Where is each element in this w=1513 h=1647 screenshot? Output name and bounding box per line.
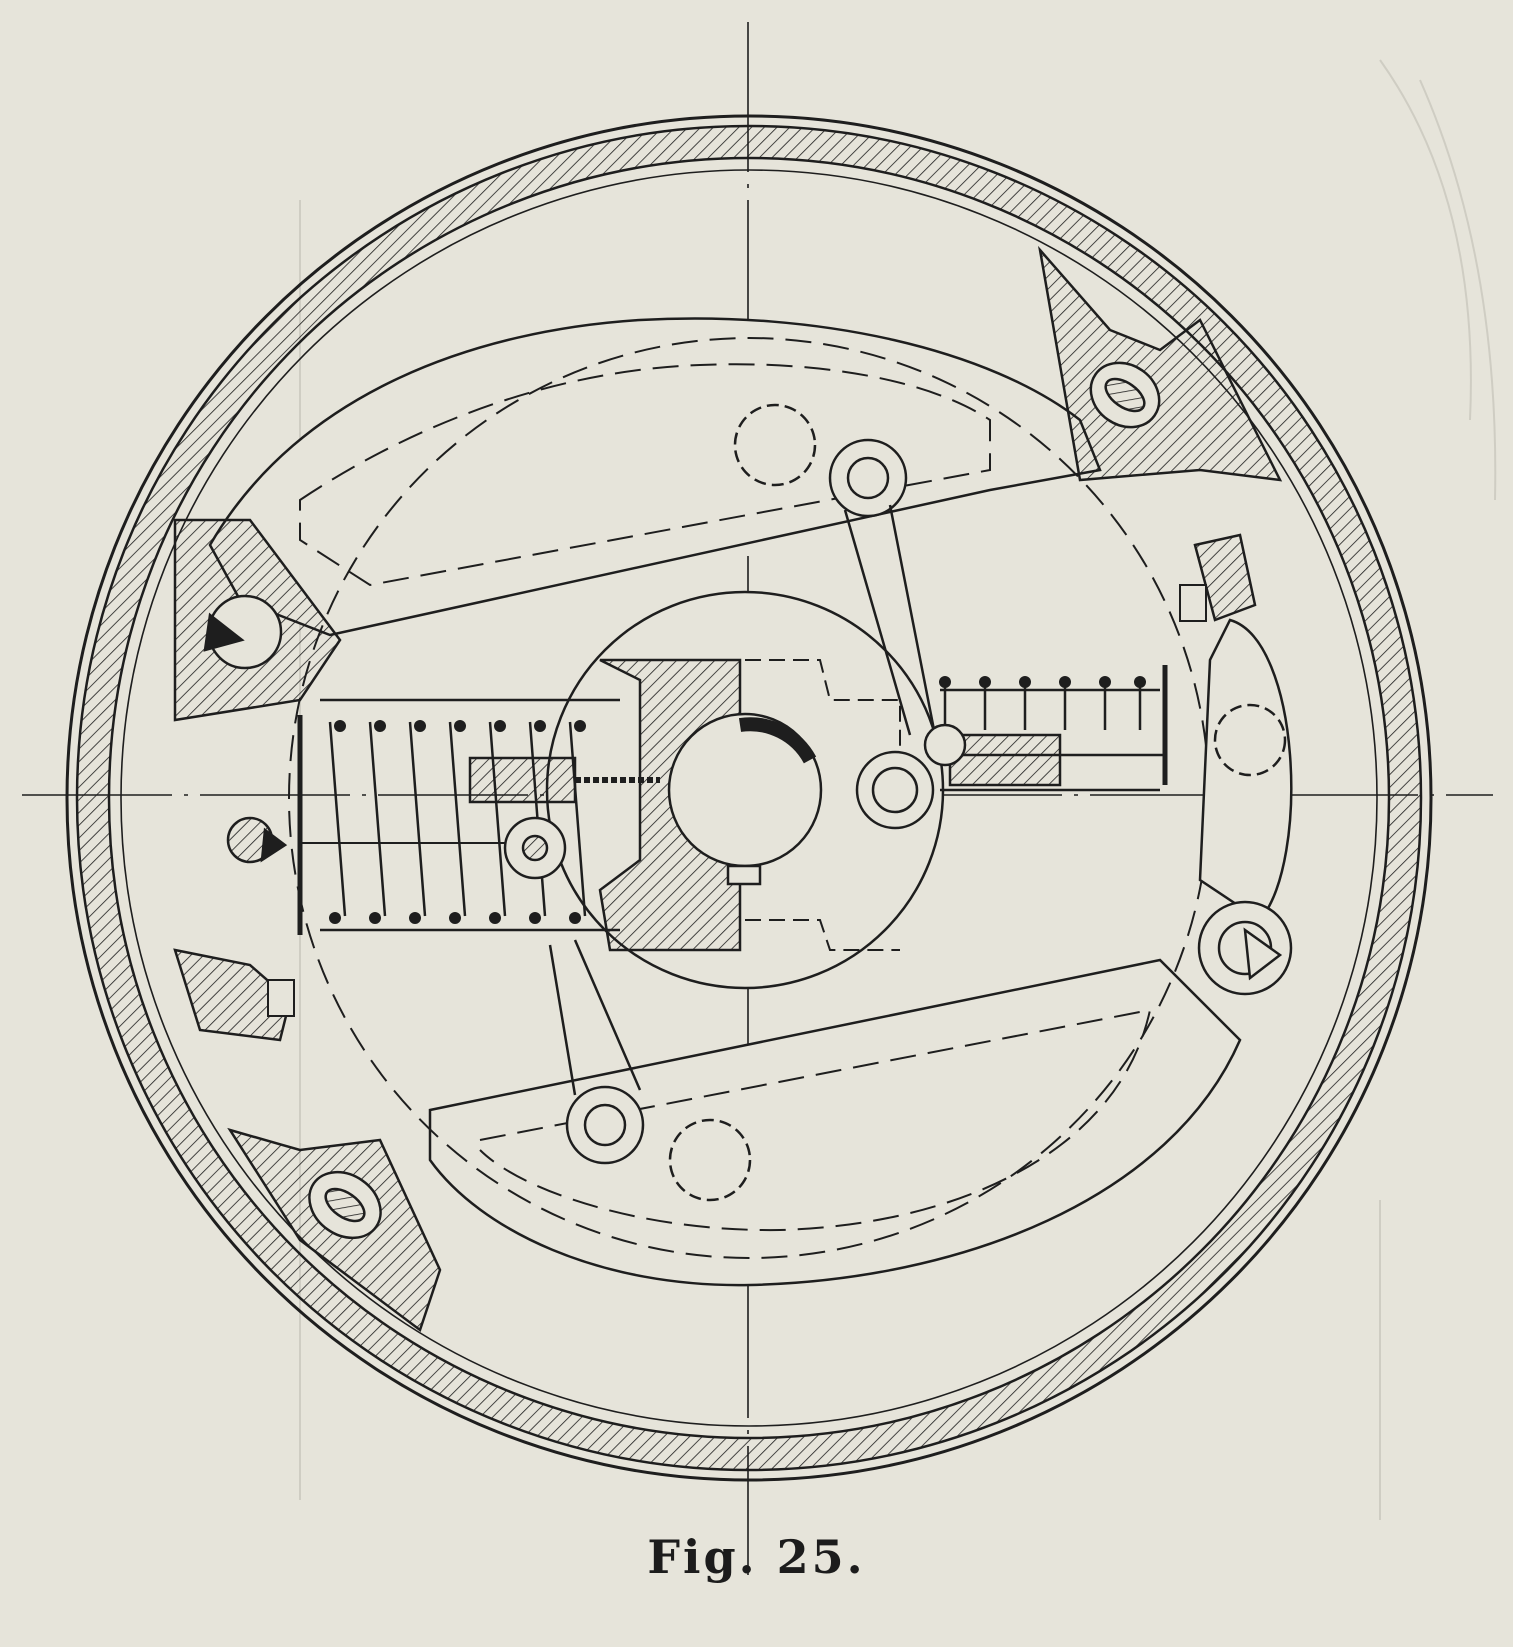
right-anchor-block <box>1193 533 1293 996</box>
left-anchor-block <box>173 518 342 1042</box>
levers-and-pivots <box>548 403 1287 1202</box>
central-hub <box>545 590 945 990</box>
figure-caption: Fig. 25. <box>647 1530 866 1584</box>
lower-brake-shoe <box>227 958 1242 1333</box>
left-spring <box>297 698 660 935</box>
right-spring <box>939 665 1168 792</box>
hex-nuts <box>267 584 1207 1017</box>
upper-brake-shoe <box>208 245 1283 637</box>
